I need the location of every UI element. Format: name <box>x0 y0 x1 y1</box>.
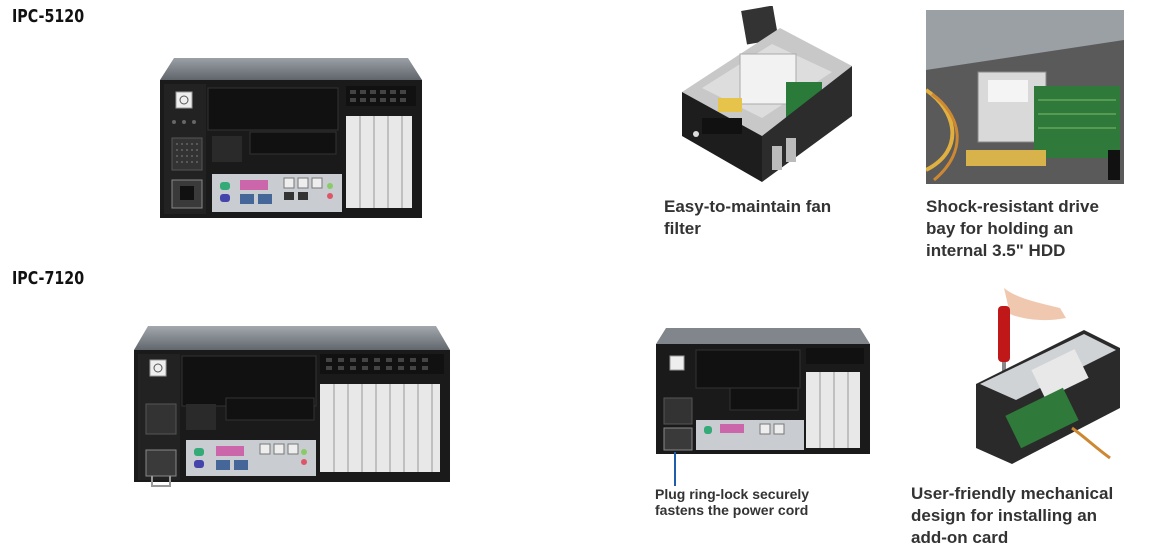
ring-lock-caption: Plug ring-lock securely fastens the powe… <box>655 486 810 518</box>
model-label-ipc-7120: IPC-7120 <box>12 268 85 289</box>
mechanical-design-caption: User-friendly mechanical design for inst… <box>911 484 1114 547</box>
drive-bay-caption: Shock-resistant drive bay for holding an… <box>926 197 1099 260</box>
model-label-ipc-5120: IPC-5120 <box>12 6 85 27</box>
ipc-7120-chassis-image <box>134 326 450 488</box>
fan-filter-caption: Easy-to-maintain fan filter <box>664 197 832 238</box>
ring-lock-chassis-photo <box>656 328 870 454</box>
fan-filter-photo <box>682 6 852 186</box>
drive-bay-photo <box>926 10 1124 184</box>
add-on-card-photo <box>976 288 1120 478</box>
ipc-5120-chassis-image <box>160 58 422 218</box>
callout-line <box>674 452 676 486</box>
